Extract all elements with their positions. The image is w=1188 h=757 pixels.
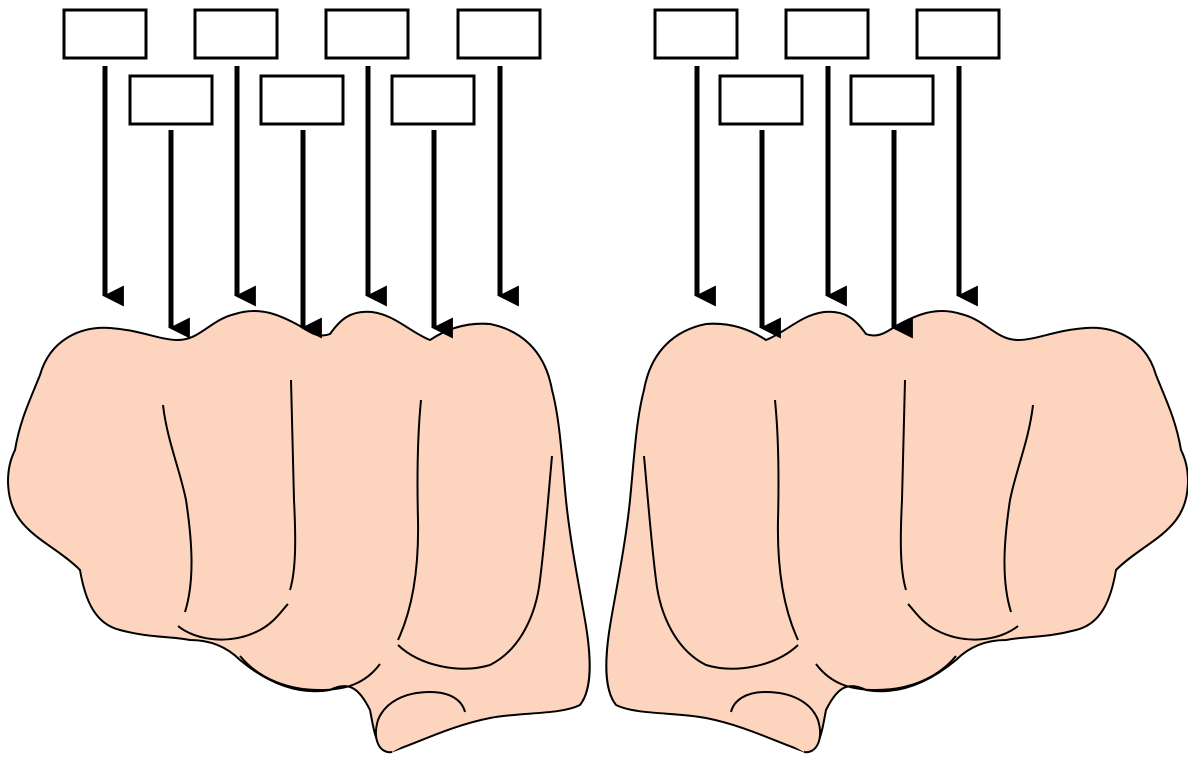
right-label-5[interactable] — [917, 10, 999, 296]
left-label-set — [64, 10, 540, 328]
left-fist — [8, 311, 590, 752]
right-label-set — [655, 10, 999, 328]
right-fist — [606, 311, 1188, 752]
left-label-7[interactable] — [458, 10, 540, 296]
left-fist-outline — [8, 311, 590, 752]
left-label-box-3[interactable] — [195, 10, 277, 58]
left-label-box-1[interactable] — [64, 10, 146, 58]
left-label-6[interactable] — [392, 76, 474, 328]
right-label-box-3[interactable] — [786, 10, 868, 58]
right-label-3[interactable] — [786, 10, 868, 296]
right-label-box-2[interactable] — [720, 76, 802, 124]
right-label-box-5[interactable] — [917, 10, 999, 58]
left-label-box-4[interactable] — [261, 76, 343, 124]
left-label-2[interactable] — [130, 76, 212, 328]
left-label-box-5[interactable] — [326, 10, 408, 58]
left-label-box-6[interactable] — [392, 76, 474, 124]
left-label-1[interactable] — [64, 10, 146, 296]
left-label-3[interactable] — [195, 10, 277, 296]
left-label-5[interactable] — [326, 10, 408, 296]
right-label-box-1[interactable] — [655, 10, 737, 58]
left-label-4[interactable] — [261, 76, 343, 328]
left-label-box-2[interactable] — [130, 76, 212, 124]
right-fist-outline — [606, 311, 1188, 752]
right-label-1[interactable] — [655, 10, 737, 296]
right-label-2[interactable] — [720, 76, 802, 328]
right-label-box-4[interactable] — [851, 76, 933, 124]
right-label-4[interactable] — [851, 76, 933, 328]
left-label-box-7[interactable] — [458, 10, 540, 58]
